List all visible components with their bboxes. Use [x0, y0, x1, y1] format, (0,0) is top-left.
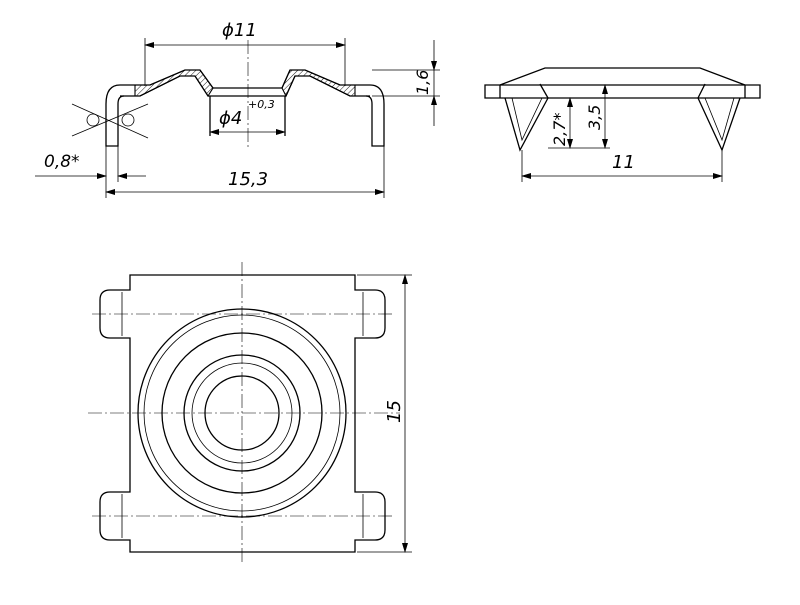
dim-outer-ring-diameter: ϕ11: [222, 20, 257, 41]
front-section-view: ϕ11 ϕ4 +0,3 1,6 0,8* 15,3: [35, 20, 440, 198]
dim-tab-height-total: 3,5: [585, 105, 604, 130]
dim-overall-width: 15,3: [228, 169, 268, 190]
dim-tab-height: 2,7*: [550, 113, 569, 146]
side-view: 2,7* 3,5 11: [484, 67, 761, 182]
dim-sheet-thickness: 0,8*: [44, 152, 80, 172]
dim-height: 1,6: [413, 70, 432, 95]
dim-hole-tolerance: +0,3: [248, 98, 275, 111]
dim-side-width: 11: [612, 152, 635, 173]
dim-plan-height: 15: [384, 400, 405, 423]
plan-view: 15: [88, 262, 412, 565]
dim-hole-diameter: ϕ4: [219, 108, 242, 129]
